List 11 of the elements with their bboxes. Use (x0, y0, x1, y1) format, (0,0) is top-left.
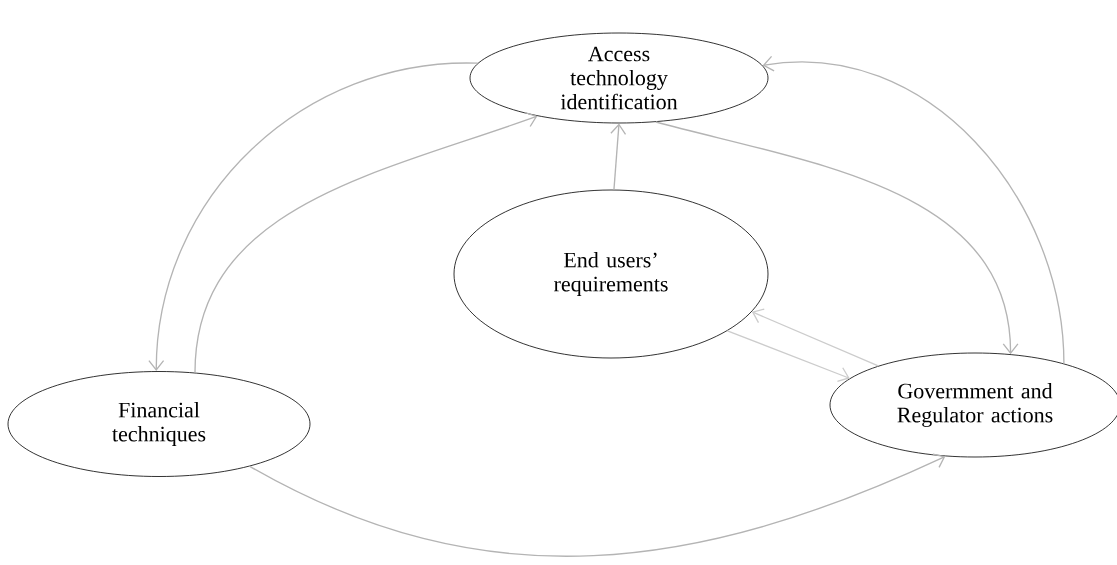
arrow (148, 62, 479, 372)
arrow (751, 308, 879, 367)
arrow (655, 121, 1019, 355)
arrow (762, 55, 1065, 365)
arrow (610, 123, 627, 191)
ellipse-node: End users’ requirements (453, 189, 769, 359)
arrow (249, 453, 946, 557)
arrow (194, 112, 538, 374)
ellipse-node: Financial techniques (7, 371, 311, 477)
ellipse-node: Access technology identification (469, 32, 769, 124)
arrow (726, 330, 850, 383)
